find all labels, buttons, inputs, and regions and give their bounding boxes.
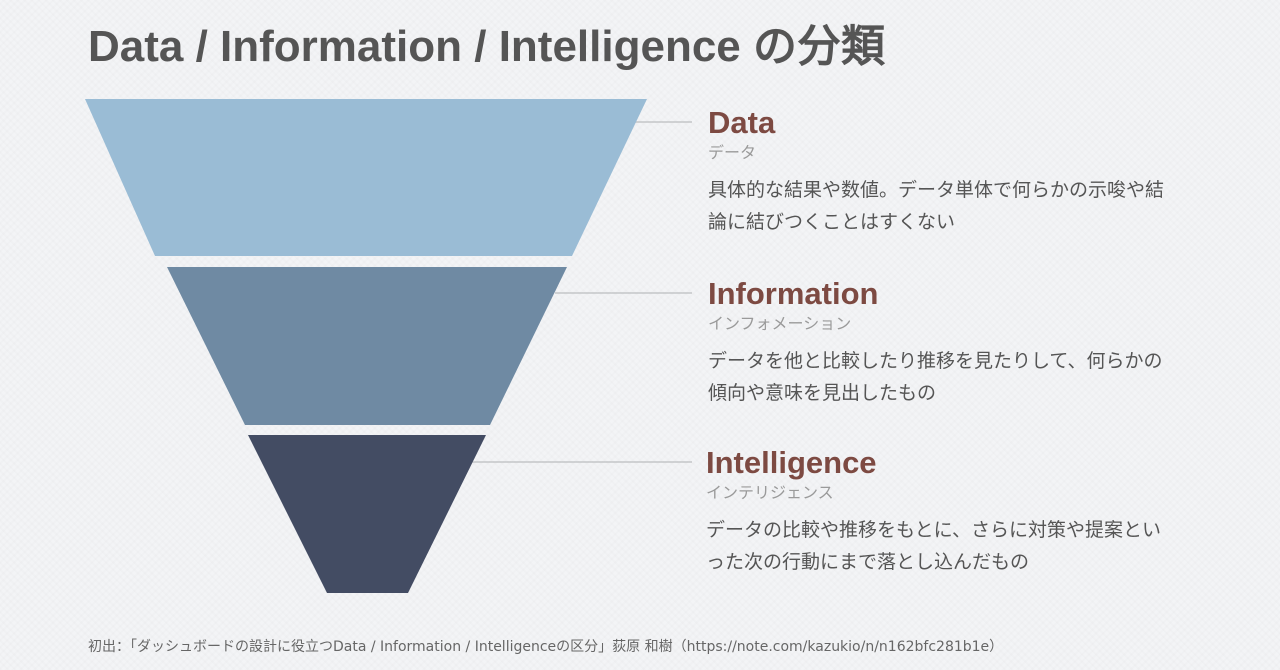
level-data: Data データ 具体的な結果や数値。データ単体で何らかの示唆や結論に結びつくこ… — [708, 106, 1168, 238]
level-kana: データ — [708, 143, 757, 162]
level-kana: インフォメーション — [708, 314, 852, 333]
funnel-segment-data — [85, 99, 647, 256]
level-kana: インテリジェンス — [706, 483, 834, 502]
level-description: データを他と比較したり推移を見たりして、何らかの傾向や意味を見出したもの — [708, 350, 1163, 404]
level-information: Information インフォメーション データを他と比較したり推移を見たりし… — [708, 277, 1168, 409]
source-citation: 初出：「ダッシュボードの設計に役立つData / Information / I… — [88, 639, 1004, 655]
funnel-segment-information — [167, 267, 567, 425]
level-title: Intelligence — [706, 445, 877, 480]
level-title: Data — [708, 105, 776, 140]
level-intelligence: Intelligence インテリジェンス データの比較や推移をもとに、さらに対… — [706, 446, 1166, 578]
level-title: Information — [708, 276, 879, 311]
page-title: Data / Information / Intelligence の分類 — [88, 22, 885, 71]
funnel-segment-intelligence — [248, 435, 486, 593]
level-description: 具体的な結果や数値。データ単体で何らかの示唆や結論に結びつくことはすくない — [708, 179, 1165, 233]
level-description: データの比較や推移をもとに、さらに対策や提案といった次の行動にまで落とし込んだも… — [706, 519, 1162, 573]
